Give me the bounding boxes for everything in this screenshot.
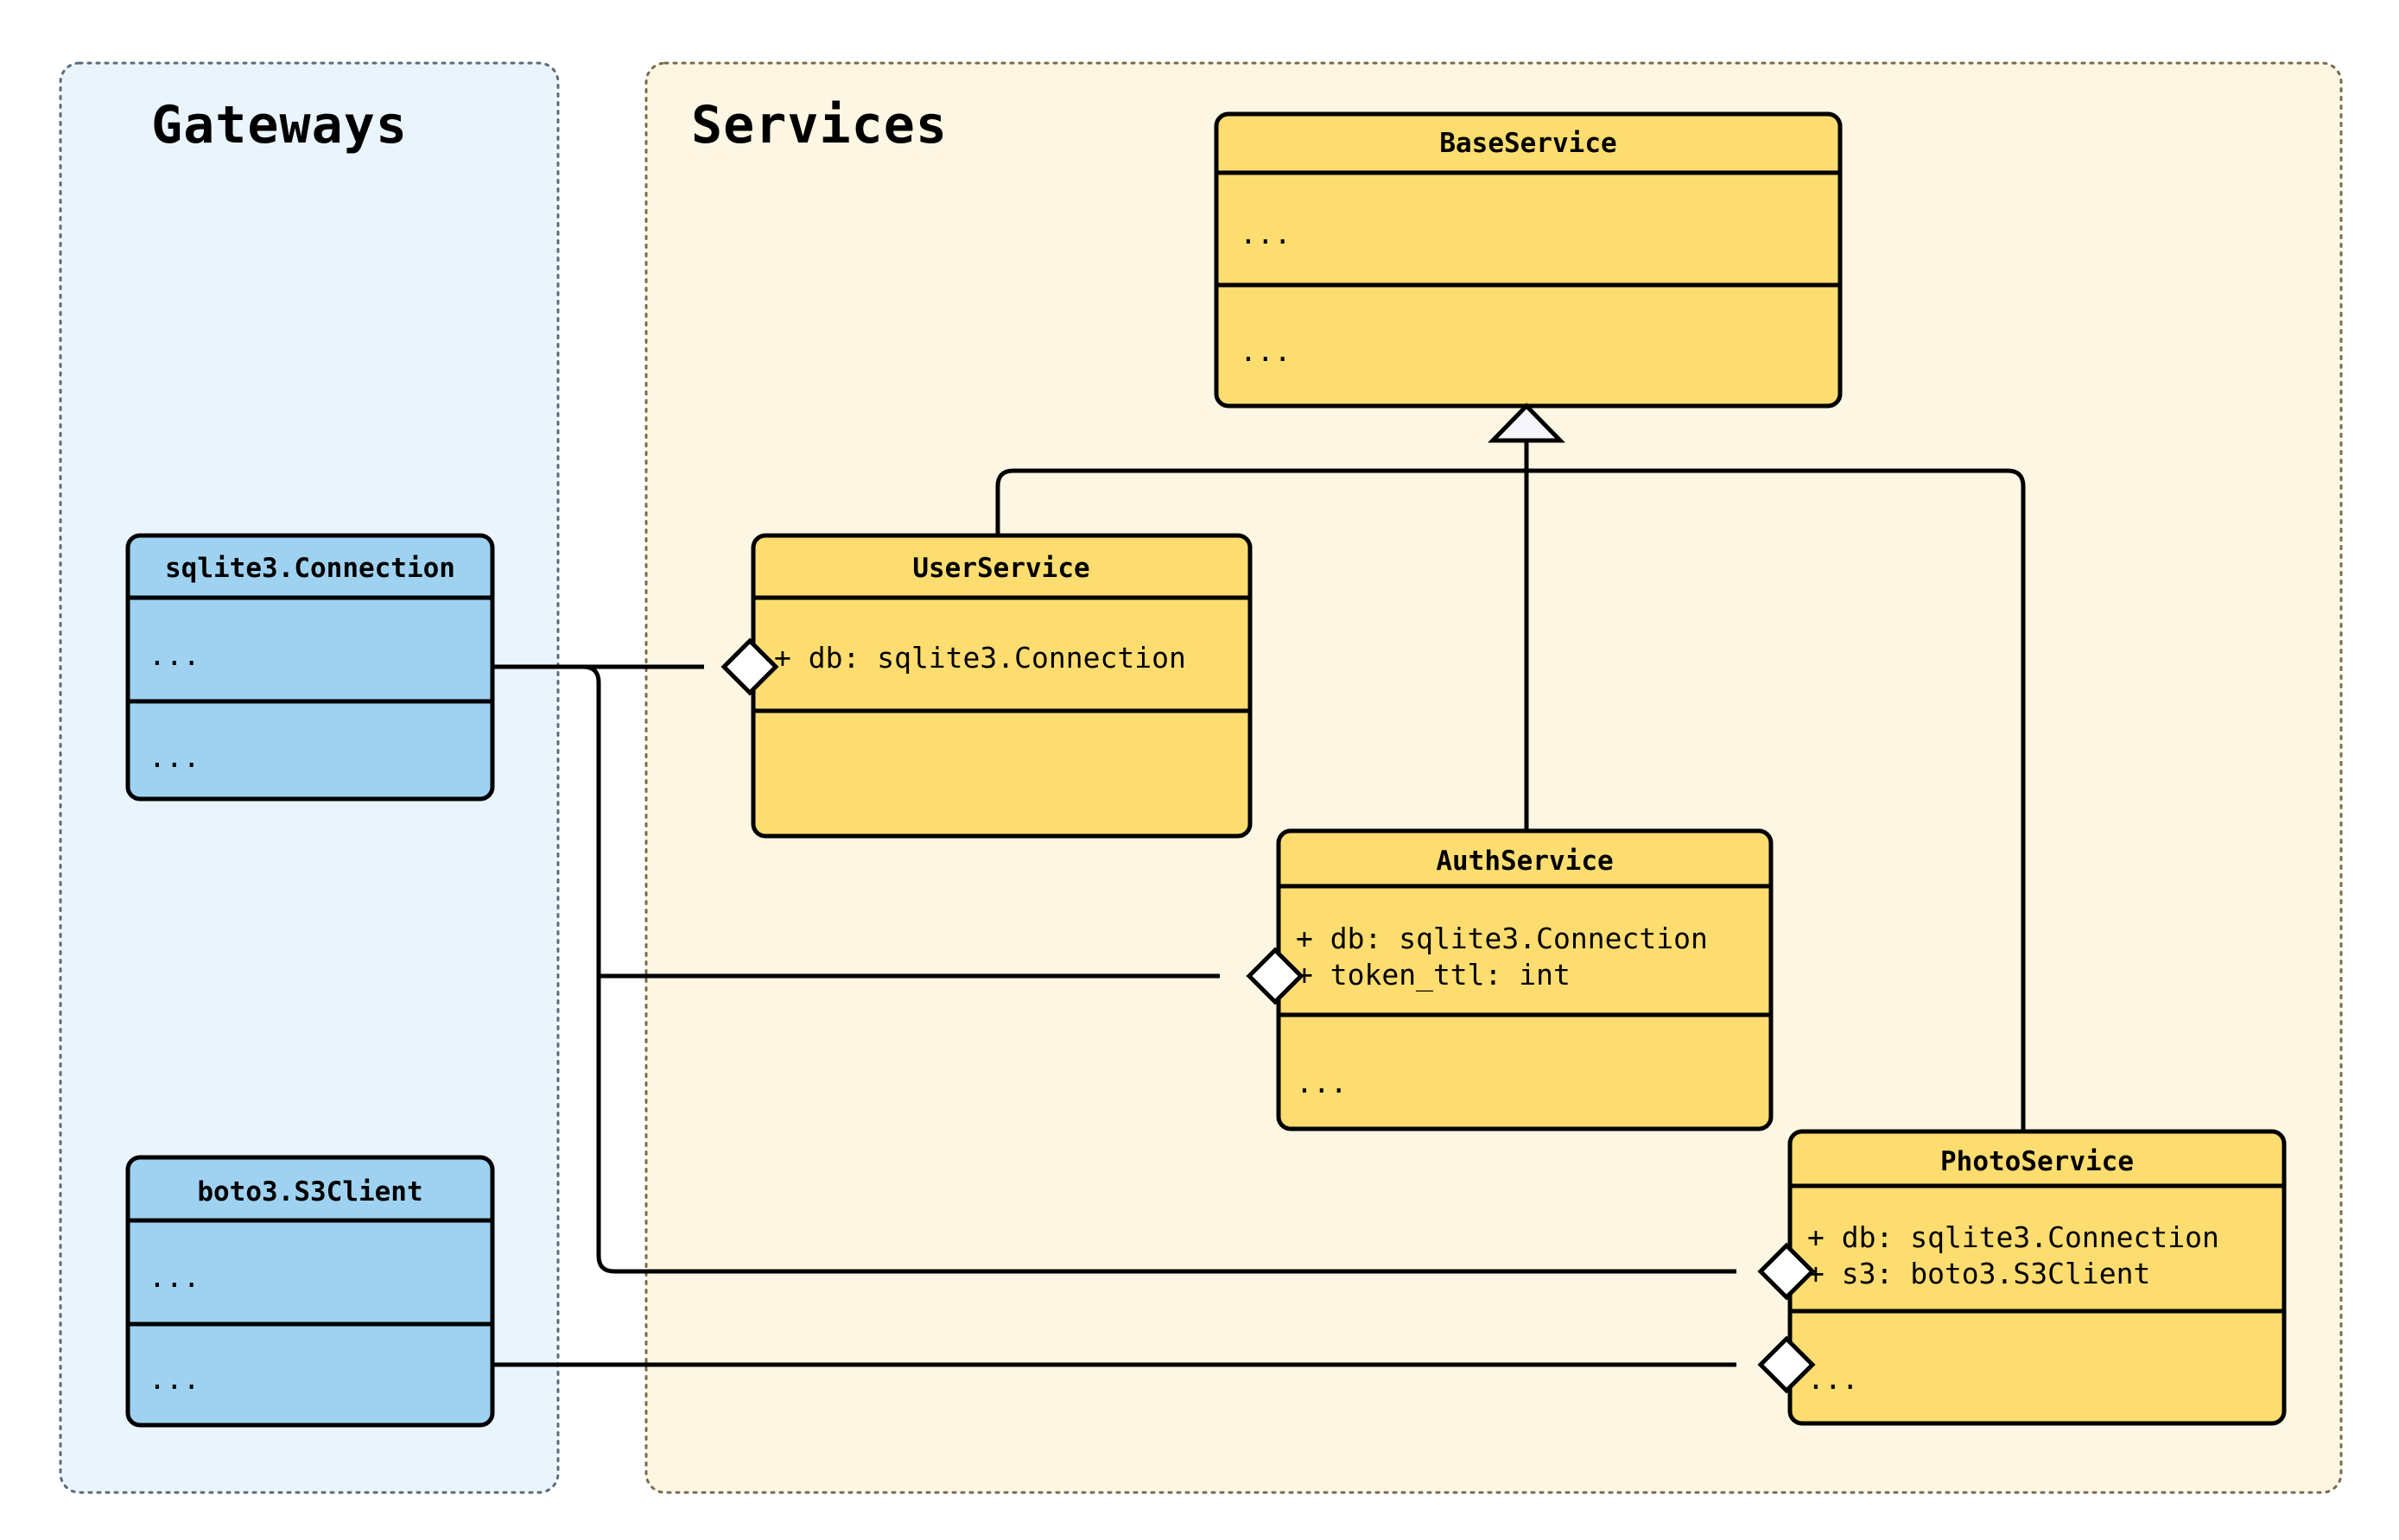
class-boto3-s3client-frame[interactable] (125, 1155, 495, 1428)
class-photoservice[interactable]: PhotoService + db: sqlite3.Connection + … (1787, 1129, 2287, 1426)
class-authservice[interactable]: AuthService + db: sqlite3.Connection + t… (1276, 828, 1774, 1131)
edge-association-db-bus (492, 664, 1736, 1274)
class-authservice-attribute-db: + db: sqlite3.Connection (1296, 922, 1708, 955)
relationship-markers (720, 402, 1816, 1394)
aggregation-diamond-icon-authservice-db (1246, 947, 1304, 1005)
class-sqlite3-connection-name: sqlite3.Connection (165, 553, 455, 584)
class-boto3-s3client[interactable]: boto3.S3Client ... ... (125, 1155, 495, 1428)
class-sqlite3-connection-frame[interactable] (125, 533, 495, 802)
generalization-triangle-icon (1488, 402, 1565, 443)
class-photoservice-attribute-db: + db: sqlite3.Connection (1807, 1220, 2219, 1254)
class-sqlite3-connection-method: ... (149, 740, 200, 774)
class-baseservice-method: ... (1240, 334, 1292, 368)
class-boto3-s3client-method: ... (149, 1362, 200, 1396)
class-photoservice-name: PhotoService (1940, 1146, 2134, 1177)
class-baseservice-attribute: ... (1240, 217, 1292, 250)
class-baseservice[interactable]: BaseService ... ... (1214, 111, 1843, 409)
class-baseservice-name: BaseService (1439, 128, 1616, 159)
class-boto3-s3client-attribute: ... (149, 1260, 200, 1294)
edge-generalization-bus (995, 468, 2026, 1131)
class-photoservice-attribute-s3: + s3: boto3.S3Client (1807, 1257, 2150, 1290)
package-services-title: Services (691, 95, 948, 155)
package-gateways-title: Gateways (151, 95, 408, 155)
class-userservice[interactable]: UserService + db: sqlite3.Connection (751, 533, 1253, 839)
class-userservice-attribute: + db: sqlite3.Connection (774, 641, 1186, 675)
class-boto3-s3client-name: boto3.S3Client (197, 1176, 422, 1207)
class-userservice-name: UserService (912, 553, 1089, 584)
class-authservice-method: ... (1296, 1066, 1348, 1100)
class-authservice-name: AuthService (1436, 846, 1613, 877)
class-photoservice-method: ... (1807, 1362, 1859, 1396)
aggregation-diamond-icon-userservice (720, 637, 779, 696)
class-authservice-attribute-token-ttl: + token_ttl: int (1296, 958, 1571, 992)
aggregation-diamond-icon-photoservice-s3 (1757, 1335, 1816, 1394)
class-sqlite3-connection-attribute: ... (149, 638, 200, 672)
class-sqlite3-connection[interactable]: sqlite3.Connection ... ... (125, 533, 495, 802)
aggregation-diamond-icon-photoservice-db (1757, 1242, 1816, 1301)
